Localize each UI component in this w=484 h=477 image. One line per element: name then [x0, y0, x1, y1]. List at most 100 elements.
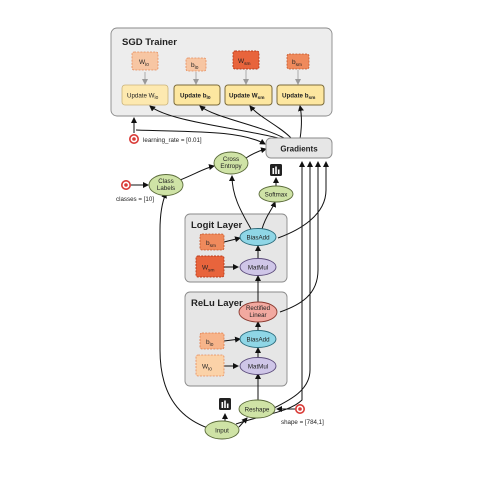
svg-text:Wsm: Wsm — [202, 265, 215, 274]
var-b-sm-base: b — [292, 59, 296, 66]
edge-gradients-update1 — [149, 105, 283, 140]
svg-text:bl0: bl0 — [206, 339, 214, 348]
cross-entropy-line2: Entropy — [220, 163, 242, 170]
summary-icon[interactable] — [270, 164, 282, 176]
rectified-line1: Rectified — [246, 305, 271, 312]
bias-add-relu-op[interactable]: BiasAdd — [239, 330, 277, 348]
edge-rectified-gradients — [279, 161, 321, 313]
edge-gradients-update4 — [298, 105, 304, 140]
input-op[interactable]: Input — [204, 420, 240, 440]
bias-add-relu-label: BiasAdd — [246, 337, 270, 344]
softmax-op[interactable]: Softmax — [258, 185, 294, 203]
gradients-node[interactable]: Gradients — [265, 137, 333, 159]
var-b-l0-sub: l0 — [195, 65, 199, 71]
trainer-var-b-l0[interactable]: bl0 — [185, 57, 207, 72]
var-b-l0-base: b — [191, 62, 195, 69]
svg-text:Update bl0: Update bl0 — [180, 93, 211, 102]
var-w-sm-sub: sm — [244, 62, 250, 67]
svg-text:Wl0: Wl0 — [139, 59, 149, 68]
edge-bias-gradients — [277, 161, 329, 239]
svg-text:Wl0: Wl0 — [202, 364, 212, 373]
cross-entropy-op[interactable]: Cross Entropy — [213, 151, 249, 175]
var-b-sm-sub: sm — [296, 63, 302, 68]
edges — [131, 105, 329, 429]
trainer-var-w-sm[interactable]: Wsm — [232, 50, 260, 70]
relu-var-b-l0-base: b — [206, 339, 210, 346]
learning-rate-param[interactable]: learning_rate = [0.01] — [129, 134, 202, 145]
rectified-linear-op[interactable]: Rectified Linear — [238, 301, 278, 323]
shape-param[interactable]: shape = [784,1] — [281, 403, 324, 426]
var-w-l0-base: W — [139, 59, 146, 66]
class-labels-line2: Labels — [157, 185, 175, 192]
svg-text:bsm: bsm — [292, 59, 302, 68]
logit-var-b-sm-sub: sm — [210, 244, 216, 249]
update-w-sm-op[interactable]: Update Wsm — [224, 84, 273, 106]
update-b-sm-op[interactable]: Update bsm — [276, 84, 325, 106]
edge-input-classlabels — [159, 192, 209, 429]
update-b-l0-base: Update b — [180, 93, 207, 100]
rectified-line2: Linear — [249, 312, 266, 319]
update-w-sm-base: Update W — [229, 93, 258, 100]
softmax-label: Softmax — [265, 192, 289, 199]
bias-add-logit-op[interactable]: BiasAdd — [239, 228, 277, 246]
edge-gradients-update3 — [249, 105, 293, 140]
logit-var-w-sm-sub: sm — [208, 269, 214, 274]
update-w-sm-sub: sm — [258, 96, 265, 101]
svg-text:Update bsm: Update bsm — [282, 93, 315, 102]
update-b-sm-sub: sm — [308, 96, 315, 101]
svg-text:Update Wsm: Update Wsm — [229, 93, 264, 102]
svg-text:bsm: bsm — [206, 240, 216, 249]
relu-var-w-l0-sub: l0 — [208, 367, 212, 373]
relu-var-w-l0[interactable]: Wl0 — [195, 354, 225, 377]
svg-text:Wsm: Wsm — [238, 58, 251, 67]
input-label: Input — [215, 428, 229, 435]
edge-gradients-update2 — [199, 105, 287, 140]
edge-bl0-biasadd — [223, 336, 241, 343]
sgd-trainer-title: SGD Trainer — [122, 37, 177, 48]
edge-learningrate — [135, 129, 266, 145]
edge-crossentropy-gradients — [245, 147, 267, 159]
reshape-op[interactable]: Reshape — [238, 399, 276, 419]
svg-text:bl0: bl0 — [191, 62, 199, 71]
logit-var-w-sm-base: W — [202, 265, 209, 272]
matmul-logit-label: MatMul — [248, 265, 268, 272]
update-w-l0-base: Update W — [127, 93, 155, 100]
edge-input-reshape — [238, 417, 248, 428]
cross-entropy-line1: Cross — [223, 156, 239, 163]
update-b-sm-base: Update b — [282, 93, 309, 100]
matmul-logit-op[interactable]: MatMul — [239, 258, 277, 276]
update-b-l0-sub: l0 — [206, 95, 210, 101]
classes-param[interactable]: classes = [10] — [116, 180, 154, 203]
matmul-relu-op[interactable]: MatMul — [239, 357, 277, 375]
edge-biasadd-crossentropy — [229, 175, 252, 230]
logit-var-w-sm[interactable]: Wsm — [195, 255, 225, 278]
gradients-label: Gradients — [280, 145, 318, 154]
var-w-l0-sub: l0 — [145, 62, 149, 68]
trainer-var-w-l0[interactable]: Wl0 — [131, 51, 159, 71]
update-w-l0-sub: l0 — [155, 95, 159, 101]
update-b-l0-op[interactable]: Update bl0 — [173, 84, 221, 106]
shape-label: shape = [784,1] — [281, 419, 324, 426]
logit-var-b-sm-base: b — [206, 240, 210, 247]
classes-label: classes = [10] — [116, 196, 154, 203]
relu-var-b-l0-sub: l0 — [210, 342, 214, 348]
relu-var-b-l0[interactable]: bl0 — [199, 332, 225, 350]
bias-add-logit-label: BiasAdd — [246, 235, 270, 242]
logit-layer-title: Logit Layer — [191, 220, 243, 231]
var-w-sm-base: W — [238, 58, 245, 65]
class-labels-op[interactable]: Class Labels — [148, 174, 184, 196]
input-summary-icon[interactable] — [219, 398, 231, 410]
update-w-l0-op[interactable]: Update Wl0 — [121, 84, 169, 106]
relu-var-w-l0-base: W — [202, 364, 209, 371]
trainer-var-b-sm[interactable]: bsm — [286, 53, 310, 70]
edge-bsm-biasadd — [223, 236, 241, 243]
edge-classlabels-crossentropy — [179, 164, 215, 181]
trainer-var-edges — [142, 70, 301, 85]
relu-layer-title: ReLu Layer — [191, 298, 243, 309]
learning-rate-label: learning_rate = [0.01] — [143, 137, 202, 144]
logit-var-b-sm[interactable]: bsm — [199, 233, 225, 251]
matmul-relu-label: MatMul — [248, 364, 268, 371]
reshape-label: Reshape — [245, 407, 270, 414]
svg-text:Update Wl0: Update Wl0 — [127, 93, 159, 102]
